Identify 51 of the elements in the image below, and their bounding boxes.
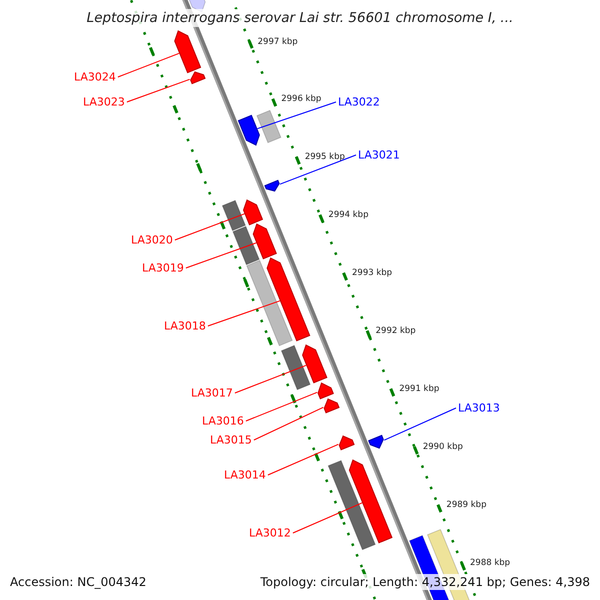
scale-label: 2993 kbp: [352, 268, 392, 278]
scale-label: 2991 kbp: [399, 384, 440, 394]
gene-feature: [348, 459, 393, 544]
scale-label: 2996 kbp: [281, 94, 322, 104]
gene-feature: [174, 30, 202, 74]
gene-feature: [264, 180, 280, 192]
leader-line: [253, 406, 324, 440]
gene-feature: [243, 199, 264, 226]
leader-line: [384, 408, 456, 441]
gene-feature: [318, 382, 334, 400]
gene-label: LA3021: [358, 148, 400, 162]
leader-line: [126, 78, 190, 102]
leader-line: [174, 213, 246, 240]
gene-label: LA3022: [338, 96, 380, 108]
gene-label: LA3024: [74, 70, 116, 84]
scale-label: 2994 kbp: [328, 210, 368, 220]
scale-label: 2988 kbp: [470, 558, 510, 568]
leader-line: [207, 300, 280, 326]
scale-label: 2989 kbp: [446, 500, 486, 510]
gene-feature: [252, 223, 277, 260]
scale-label: 2997 kbp: [258, 36, 298, 47]
leader-line: [292, 502, 363, 534]
leader-line: [267, 444, 339, 476]
accession-text: Accession: NC_004342: [8, 574, 148, 590]
gene-label: LA3012: [249, 526, 291, 540]
gene-label: LA3019: [142, 262, 184, 274]
gene-label: LA3017: [191, 386, 233, 400]
leader-line: [185, 242, 257, 268]
summary-text: Topology: circular; Length: 4,332,241 bp; Genes: 4,398: [258, 574, 592, 590]
gene-feature: [338, 435, 355, 450]
leader-line: [256, 102, 336, 130]
leader-line: [234, 364, 307, 394]
gene-feature: [238, 114, 260, 146]
gene-feature: [368, 434, 384, 449]
gene-label: LA3020: [131, 234, 173, 246]
scale-label: 2995 kbp: [304, 152, 345, 162]
leader-line: [117, 52, 180, 78]
gene-label: LA3023: [83, 96, 125, 108]
gene-feature: [266, 257, 310, 342]
scale-label: 2992 kbp: [376, 326, 416, 336]
leader-line: [279, 154, 356, 185]
gene-label: LA3013: [458, 402, 500, 414]
gene-feature: [190, 71, 206, 84]
gene-label: LA3018: [164, 320, 206, 332]
leader-line: [245, 392, 318, 422]
scale-label: 2990 kbp: [422, 442, 463, 452]
gene-feature: [324, 398, 340, 414]
gene-label: LA3016: [202, 414, 244, 428]
gene-feature: [302, 344, 328, 384]
gene-label: LA3015: [210, 434, 252, 446]
gene-label: LA3014: [224, 468, 266, 482]
